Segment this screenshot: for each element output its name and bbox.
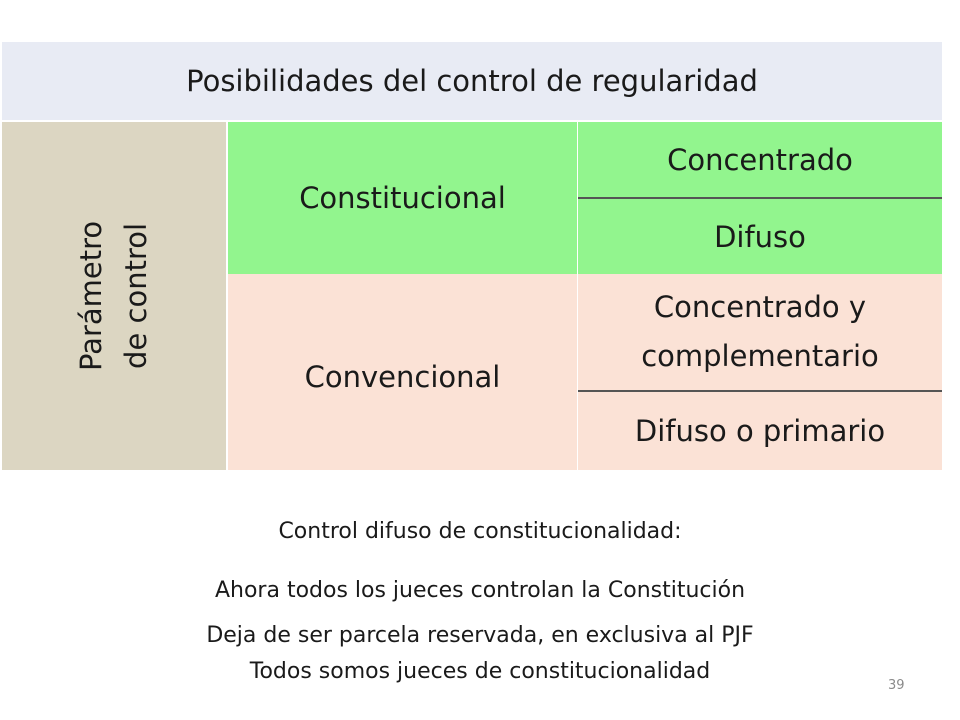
concentrado-cell: Concentrado (578, 122, 942, 199)
constitucional-label: Constitucional (299, 181, 506, 215)
side-label-line-1: Parámetro (74, 220, 109, 372)
difuso-cell: Difuso (578, 199, 942, 274)
note-line-3: Todos somos jueces de constitucionalidad (249, 659, 711, 684)
side-label-line-2: de control (118, 223, 153, 370)
side-label: Parámetro de control (69, 221, 159, 371)
notes-title: Control difuso de constitucionalidad: (278, 519, 682, 544)
page-number: 39 (888, 678, 905, 693)
table-header: Posibilidades del control de regularidad (2, 42, 942, 122)
control-table: Posibilidades del control de regularidad… (2, 42, 942, 470)
difuso-primario-cell: Difuso o primario (578, 392, 942, 470)
concentrado-label: Concentrado (667, 142, 853, 177)
convencional-label: Convencional (304, 360, 501, 394)
convencional-cell: Convencional (228, 274, 578, 470)
difuso-label: Difuso (714, 219, 806, 254)
side-label-cell: Parámetro de control (2, 122, 228, 470)
concentrado-complementario-line-1: Concentrado y (653, 289, 867, 324)
difuso-primario-label: Difuso o primario (634, 414, 886, 448)
note-line-1: Ahora todos los jueces controlan la Cons… (214, 578, 746, 603)
constitucional-cell: Constitucional (228, 122, 578, 274)
concentrado-complementario-cell: Concentrado y complementario (578, 274, 942, 392)
concentrado-complementario-label: Concentrado y complementario (641, 283, 879, 382)
concentrado-complementario-line-2: complementario (641, 339, 879, 373)
note-line-2: Deja de ser parcela reservada, en exclus… (206, 623, 754, 648)
table-header-text: Posibilidades del control de regularidad (186, 64, 758, 98)
